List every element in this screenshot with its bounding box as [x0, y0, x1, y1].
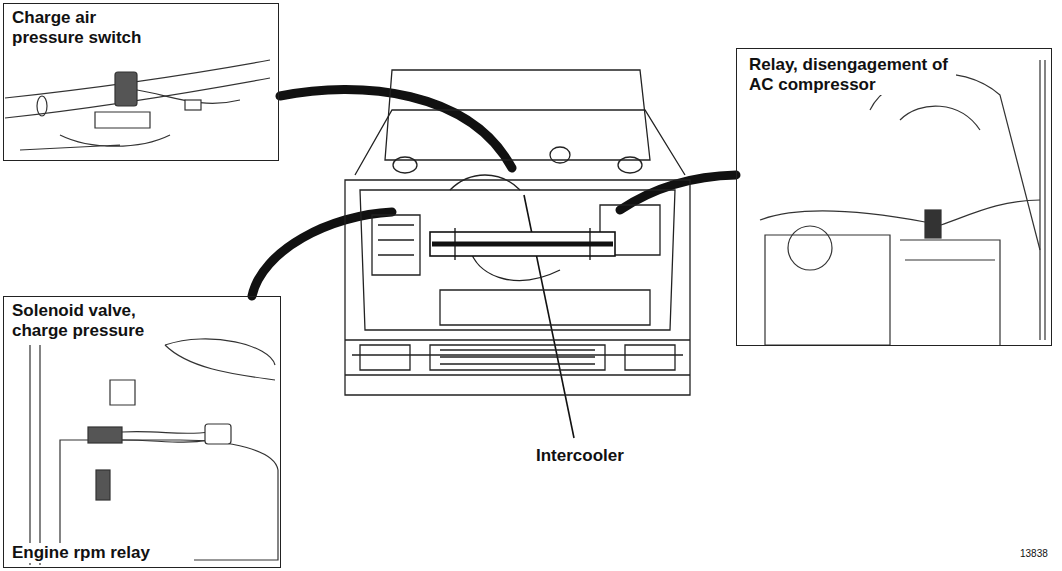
sticker [110, 380, 135, 405]
car-illustration [345, 70, 690, 395]
hose [165, 339, 275, 380]
pressure-switch-sketch [5, 60, 270, 150]
switch-bracket [95, 112, 150, 128]
callout-title: Relay, disengagement of AC compressor [747, 55, 956, 95]
strut-top [618, 157, 642, 173]
intercooler-core [430, 232, 615, 256]
battery [372, 215, 420, 275]
brake-reservoir [550, 147, 570, 163]
pipe-clamp [37, 96, 47, 116]
part-name: Engine rpm relay [10, 543, 194, 563]
pressure-switch [115, 72, 137, 106]
intercooler-band [432, 242, 613, 247]
housing [60, 440, 278, 560]
callout-box: Charge air pressure switch [3, 3, 279, 161]
intercooler-brackets [455, 228, 590, 260]
leader-bands [252, 90, 736, 296]
reservoir-cap [788, 226, 832, 270]
panel-edge [30, 345, 40, 565]
solenoid-sketch [30, 339, 278, 565]
bumper-lines [345, 340, 690, 375]
engine-bay [360, 190, 675, 330]
hoses [450, 175, 560, 280]
rpm-relay [96, 470, 110, 500]
connector [185, 100, 201, 110]
body-outline [345, 180, 690, 395]
ac-relay-sketch [760, 60, 1045, 345]
strut-tower [870, 74, 1040, 250]
strut-top [393, 157, 417, 173]
hood-outline [385, 70, 650, 160]
leader-band [280, 90, 512, 168]
ac-relay [925, 210, 941, 238]
reservoir-box [765, 235, 890, 345]
part-name: Intercooler [536, 446, 624, 466]
wires [20, 90, 240, 150]
connector [205, 424, 231, 444]
wires [760, 200, 1040, 225]
solenoid-valve [88, 427, 122, 443]
callout-title: Solenoid valve, charge pressure [10, 301, 164, 341]
leader-band [252, 212, 392, 296]
radiator [440, 290, 650, 325]
intercooler [430, 228, 615, 260]
cowl-line [355, 110, 685, 175]
fender-edge [1040, 60, 1045, 340]
figure-number: 13838 [1020, 548, 1048, 559]
callout-title: Charge air pressure switch [10, 8, 164, 48]
callout-box: Relay, disengagement of AC compressor [736, 48, 1052, 346]
callout-box: Solenoid valve, charge pressureEngine rp… [3, 296, 281, 568]
wires [122, 432, 210, 443]
headlamps [360, 345, 675, 370]
battery-lines [378, 225, 414, 255]
pipe [5, 60, 270, 118]
battery [900, 240, 1000, 345]
grille [430, 345, 605, 370]
